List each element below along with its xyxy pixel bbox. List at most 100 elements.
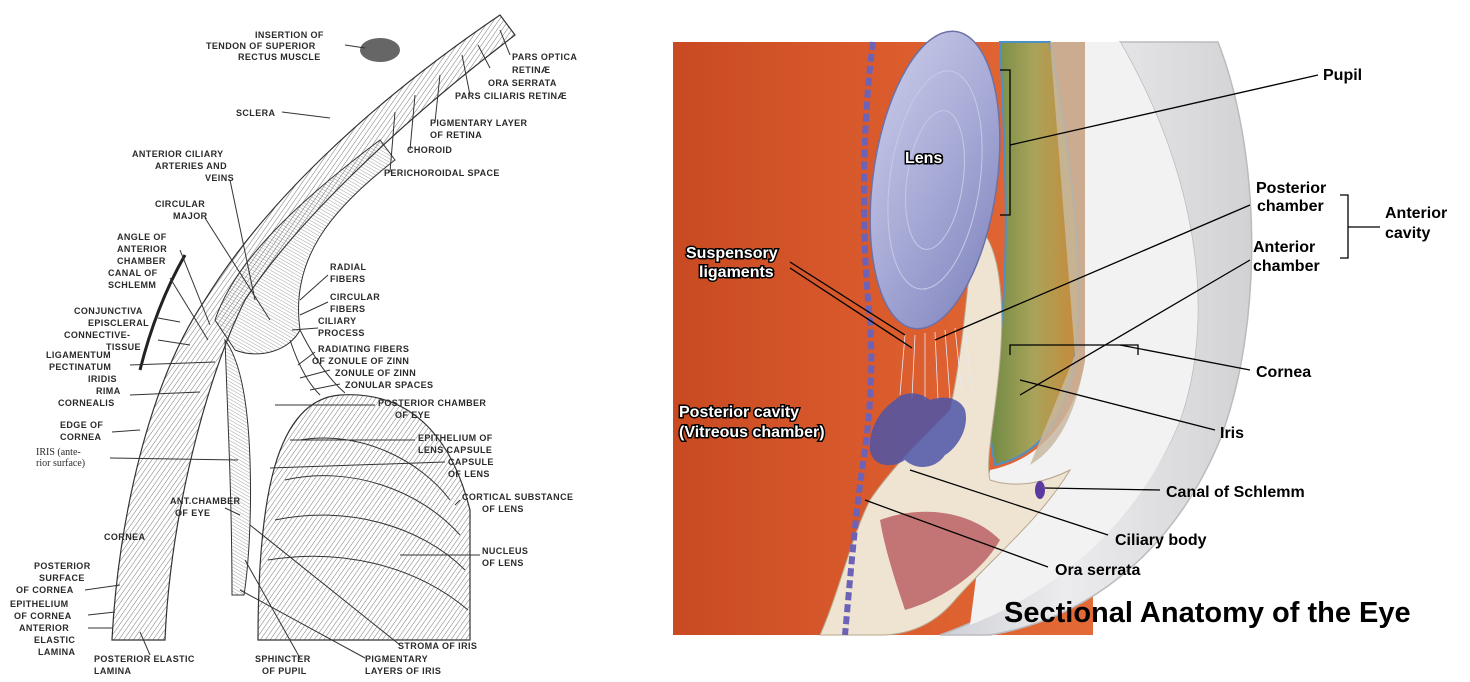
lens-disc	[869, 30, 1001, 330]
anterior-cavity-bracket	[1340, 194, 1380, 259]
label-connective-2: TISSUE	[106, 342, 141, 352]
label-cortical-2: OF LENS	[482, 504, 524, 514]
label-sclera: SCLERA	[236, 108, 276, 118]
label-anterior-chamber-1: Anterior	[1253, 239, 1315, 256]
label-circular-fibers-2: FIBERS	[330, 304, 365, 314]
label-pars-ciliaris: PARS CILIARIS RETINÆ	[455, 91, 567, 101]
ciliary-muscle	[880, 511, 1000, 610]
label-angle-1: ANGLE OF	[117, 232, 167, 242]
label-anterior-elastic-3: LAMINA	[38, 647, 75, 657]
label-anterior-ciliary-2: ARTERIES AND	[155, 161, 227, 171]
label-posterior-chamber-1: Posterior	[1256, 180, 1326, 197]
label-posterior-surface-1: POSTERIOR	[34, 561, 91, 571]
label-posterior-surface-2: SURFACE	[39, 573, 85, 583]
label-anterior-cavity-1: Anterior	[1385, 205, 1447, 222]
label-nucleus-1: NUCLEUS	[482, 546, 528, 556]
label-iris-1: IRIS (ante-	[36, 447, 81, 458]
label-zonule: ZONULE OF ZINN	[335, 368, 416, 378]
sclera-cornea-band	[111, 14, 516, 641]
label-ciliary-process-1: CILIARY	[318, 316, 356, 326]
label-suspensory-2: ligaments	[699, 264, 774, 281]
ora-serrata-edge	[842, 41, 876, 636]
iris-shape	[224, 338, 252, 596]
label-episcleral: EPISCLERAL	[88, 318, 149, 328]
illustration-labels: Pupil Lens Posterior chamber Anterior ch…	[678, 67, 1448, 629]
label-angle-2: ANTERIOR	[117, 244, 167, 254]
label-posterior-cavity-2: (Vitreous chamber)	[679, 424, 825, 441]
label-posterior-surface-3: OF CORNEA	[16, 585, 74, 595]
label-ora-serrata: ORA SERRATA	[488, 78, 557, 88]
label-connective-1: CONNECTIVE-	[64, 330, 130, 340]
label-suspensory-1: Suspensory	[686, 245, 778, 262]
label-anterior-ciliary-1: ANTERIOR CILIARY	[132, 149, 224, 159]
label-circular-fibers-1: CIRCULAR	[330, 292, 380, 302]
label-radiating-1: RADIATING FIBERS	[318, 344, 409, 354]
label-posterior-chamber-2: chamber	[1257, 198, 1324, 215]
label-epithelium-cornea-2: OF CORNEA	[14, 611, 72, 621]
label-cortical-1: CORTICAL SUBSTANCE	[462, 492, 573, 502]
label-ant-chamber-2: OF EYE	[175, 508, 210, 518]
label-cornea: CORNEA	[104, 532, 146, 542]
label-anterior-cavity-2: cavity	[1385, 225, 1430, 242]
label-anterior-elastic-1: ANTERIOR	[19, 623, 69, 633]
label-epithelium-lens-1: EPITHELIUM OF	[418, 433, 493, 443]
label-epithelium-cornea-1: EPITHELIUM	[10, 599, 69, 609]
label-pars-optica-1: PARS OPTICA	[512, 52, 577, 62]
engraving-labels: INSERTION OF TENDON OF SUPERIOR RECTUS M…	[10, 30, 577, 676]
label-iris: Iris	[1220, 425, 1244, 442]
label-anterior-elastic-2: ELASTIC	[34, 635, 75, 645]
label-iris-2: rior surface)	[36, 458, 85, 469]
engraving-diagram: INSERTION OF TENDON OF SUPERIOR RECTUS M…	[10, 14, 577, 676]
label-posterior-chamber-1: POSTERIOR CHAMBER	[378, 398, 486, 408]
label-canal-1: CANAL OF	[108, 268, 158, 278]
label-insertion-2: TENDON OF SUPERIOR	[206, 41, 316, 51]
label-pupil: Pupil	[1323, 67, 1362, 84]
label-insertion-3: RECTUS MUSCLE	[238, 52, 321, 62]
label-ant-chamber-1: ANT.CHAMBER	[170, 496, 240, 506]
label-radiating-2: OF ZONULE OF ZINN	[312, 356, 409, 366]
figure-title: Sectional Anatomy of the Eye	[1004, 597, 1411, 629]
trabecular-strip	[1030, 42, 1085, 465]
label-radial-1: RADIAL	[330, 262, 366, 272]
anterior-chamber-area	[970, 42, 1198, 625]
label-stroma: STROMA OF IRIS	[398, 641, 477, 651]
label-zonular-spaces: ZONULAR SPACES	[345, 380, 433, 390]
label-posterior-elastic-2: LAMINA	[94, 666, 131, 676]
iris-bracket	[1009, 344, 1139, 355]
label-choroid: CHOROID	[407, 145, 452, 155]
label-pigmentary-iris-2: LAYERS OF IRIS	[365, 666, 441, 676]
label-capsule-1: CAPSULE	[448, 457, 494, 467]
conjunctiva-line	[138, 254, 187, 371]
label-sphincter-2: OF PUPIL	[262, 666, 307, 676]
label-conjunctiva: CONJUNCTIVA	[74, 306, 143, 316]
label-ciliary-process-2: PROCESS	[318, 328, 365, 338]
label-lens: Lens	[905, 150, 942, 167]
label-edge-2: CORNEA	[60, 432, 102, 442]
label-anterior-chamber-2: chamber	[1253, 258, 1320, 275]
canal-of-schlemm-shape	[1035, 481, 1045, 499]
pupil-bracket	[1000, 69, 1011, 216]
label-pigmentary-2: OF RETINA	[430, 130, 482, 140]
label-radial-2: FIBERS	[330, 274, 365, 284]
label-canal-schlemm: Canal of Schlemm	[1166, 484, 1305, 501]
label-epithelium-lens-2: LENS CAPSULE	[418, 445, 492, 455]
label-angle-3: CHAMBER	[117, 256, 166, 266]
label-capsule-2: OF LENS	[448, 469, 490, 479]
label-pars-optica-2: RETINÆ	[512, 65, 550, 75]
label-ligamentum-2: PECTINATUM	[49, 362, 111, 372]
lens-shape	[257, 394, 471, 641]
label-ora-serrata: Ora serrata	[1055, 562, 1140, 579]
label-edge-1: EDGE OF	[60, 420, 103, 430]
label-ligamentum-3: IRIDIS	[88, 374, 117, 384]
label-circular-major-2: MAJOR	[173, 211, 208, 221]
label-ligamentum-1: LIGAMENTUM	[46, 350, 111, 360]
label-posterior-chamber-2: OF EYE	[395, 410, 430, 420]
label-circular-major-1: CIRCULAR	[155, 199, 205, 209]
ciliary-processes	[869, 393, 966, 467]
label-sphincter-1: SPHINCTER	[255, 654, 311, 664]
label-rima-1: RIMA	[96, 386, 121, 396]
label-ciliary-body: Ciliary body	[1115, 532, 1207, 549]
label-nucleus-2: OF LENS	[482, 558, 524, 568]
ciliary-body-mass	[214, 139, 396, 355]
